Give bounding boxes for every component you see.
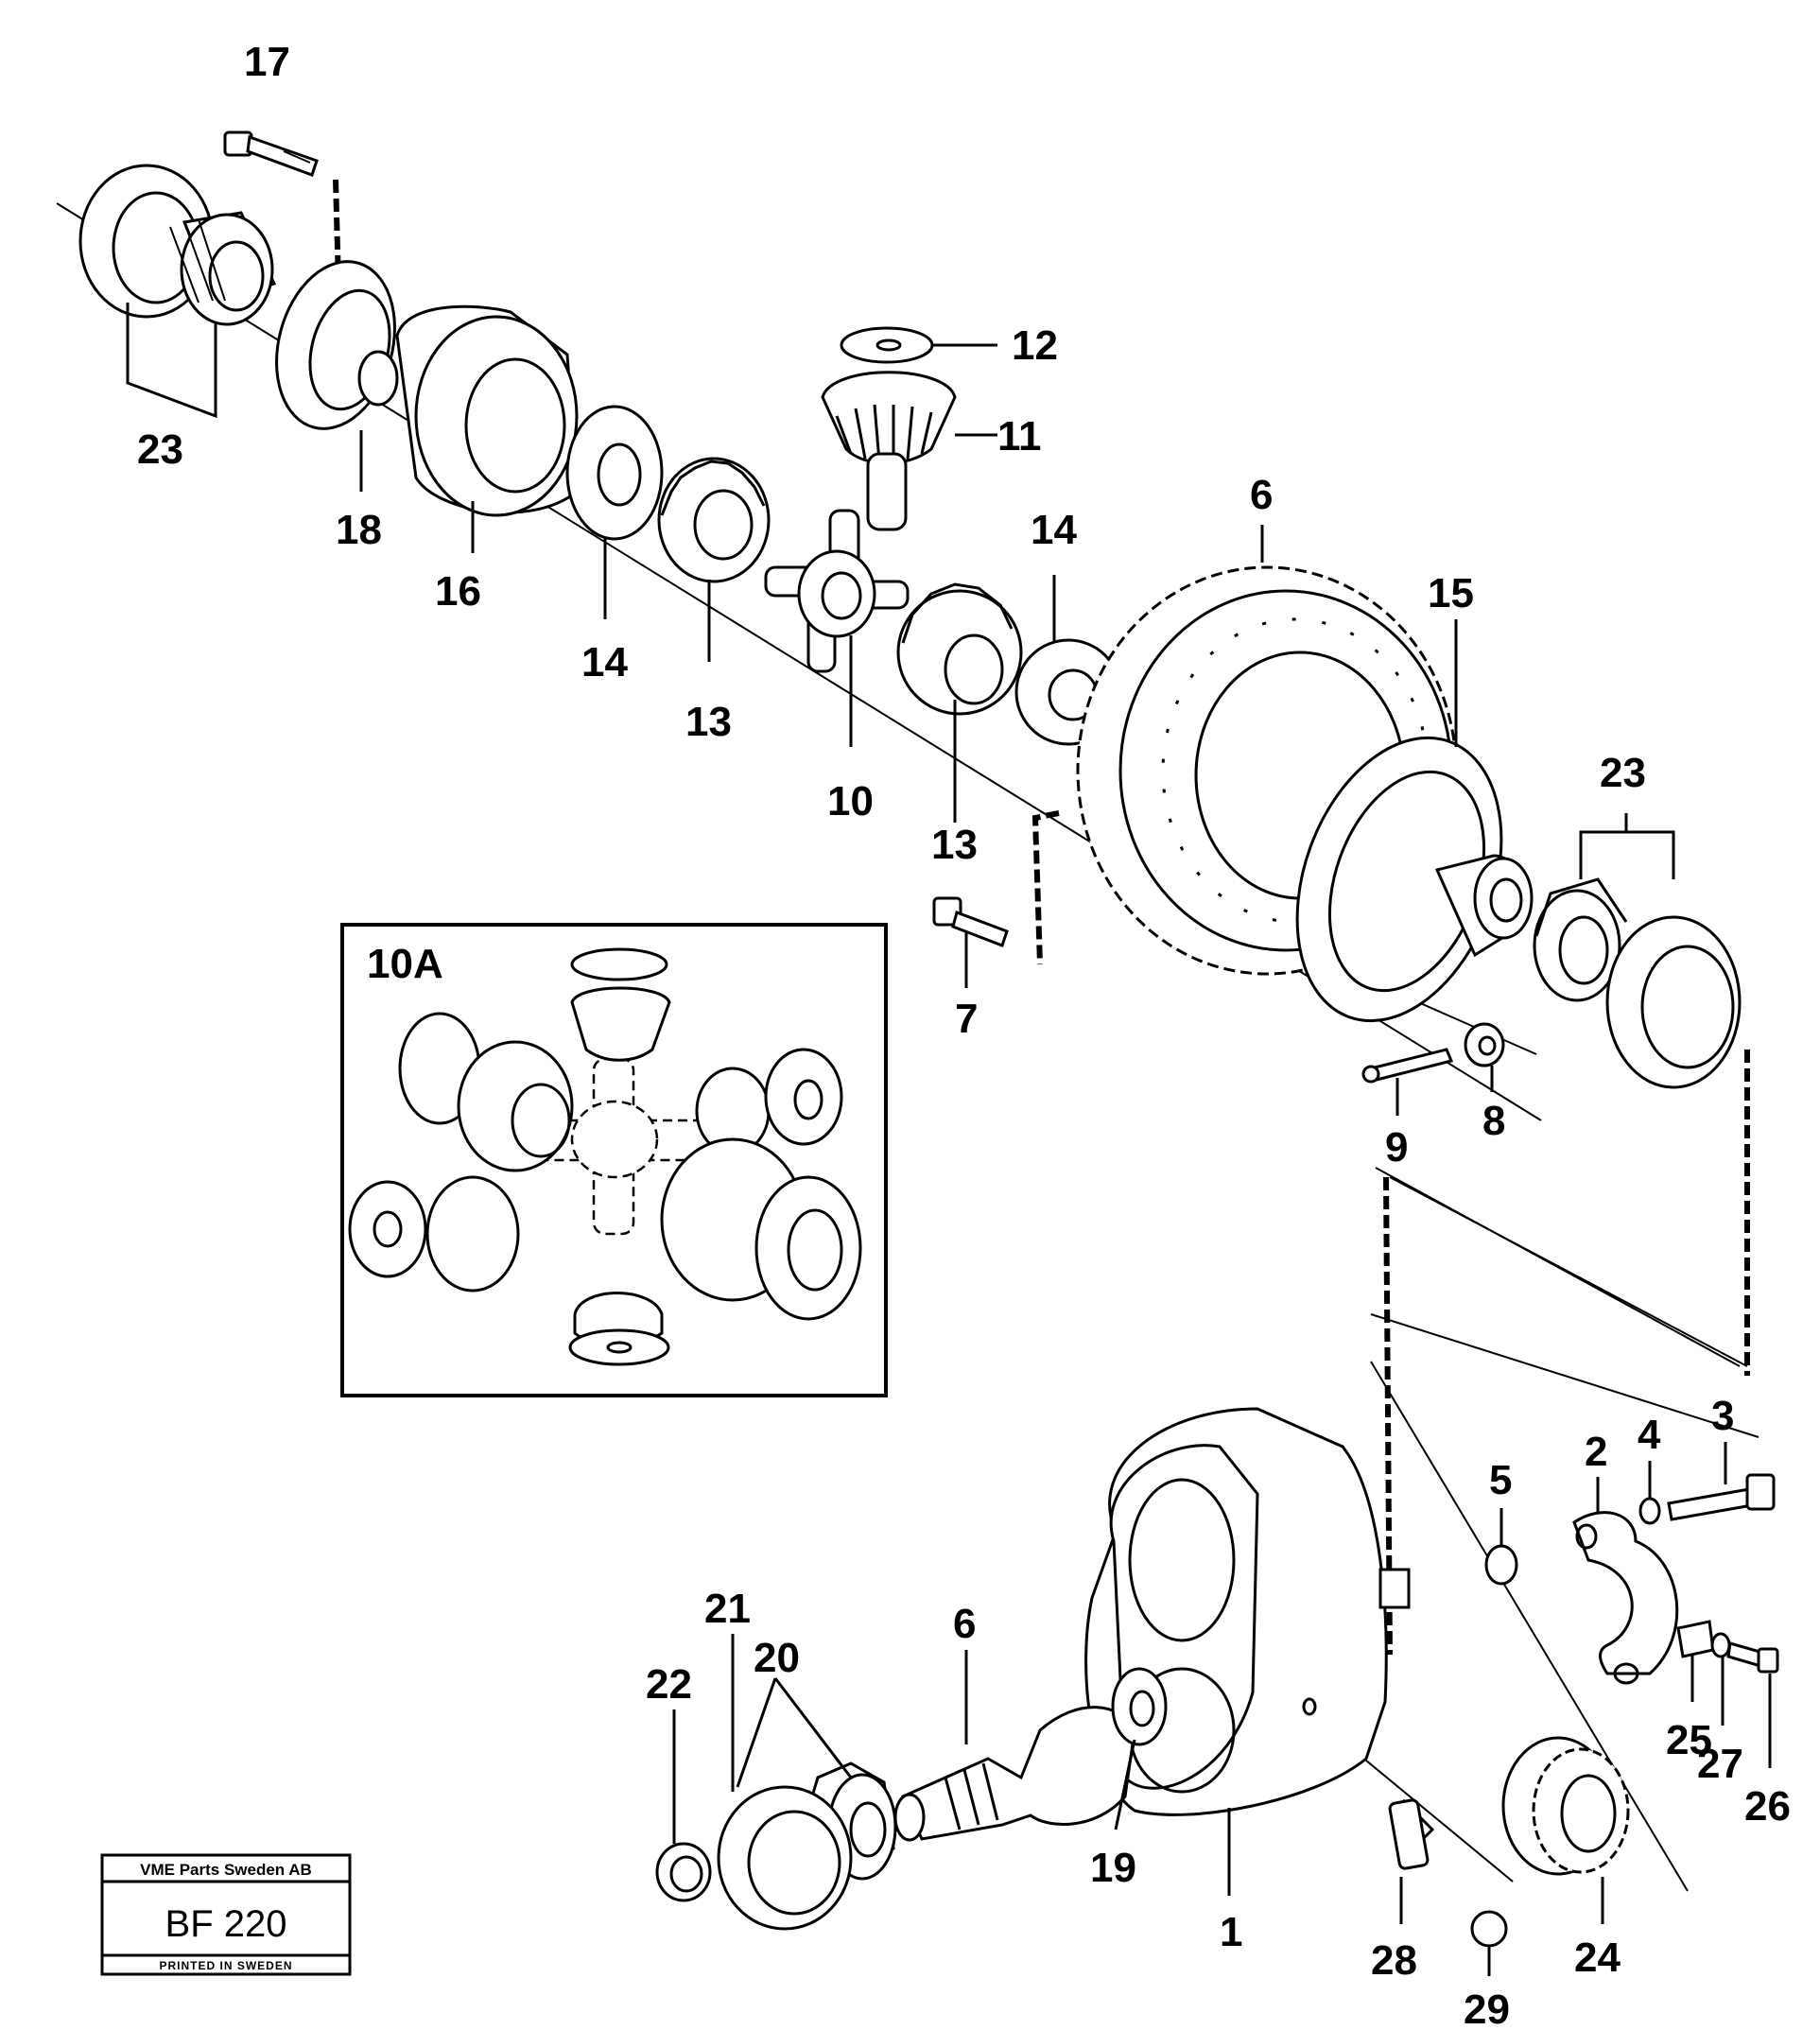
callout-26: 26 [1744, 1783, 1791, 1830]
part-15-carrier [1295, 736, 1534, 1023]
callout-7: 7 [955, 996, 978, 1042]
part-27-washer [1710, 1632, 1731, 1658]
callout-11: 11 [997, 413, 1042, 460]
part-25-lock-plate [1676, 1620, 1715, 1658]
callout-19: 19 [1090, 1845, 1136, 1891]
part-4-washer [1638, 1497, 1661, 1525]
part-28-plug [1388, 1798, 1435, 1870]
part-11-pinion [821, 371, 957, 531]
part-23-bearing-left [78, 164, 277, 326]
callout-24: 24 [1574, 1935, 1621, 1981]
part-5-sleeve [1484, 1544, 1518, 1586]
callout-22: 22 [646, 1661, 692, 1708]
part-29-nut [1470, 1910, 1508, 1948]
callout-12: 12 [1012, 322, 1058, 369]
callout-20: 20 [754, 1635, 800, 1681]
part-13-side-gear-lower [896, 582, 1023, 716]
callout-2: 2 [1585, 1429, 1607, 1475]
callout-13-lower: 13 [931, 822, 978, 868]
part-1-axle-housing [1084, 1407, 1411, 1816]
callout-5: 5 [1489, 1457, 1512, 1503]
callout-23-right: 23 [1600, 750, 1646, 796]
stamp-code: BF 220 [165, 1903, 287, 1945]
part-6-drive-pinion [893, 1667, 1168, 1842]
callout-9: 9 [1385, 1124, 1408, 1171]
part-23-bearing-right [1533, 877, 1742, 1089]
callout-25: 25 [1666, 1717, 1712, 1763]
part-21-cup [717, 1785, 853, 1931]
callout-28: 28 [1371, 1937, 1417, 1984]
inset-10a [340, 923, 888, 1397]
catalog-stamp: VME Parts Sweden AB BF 220 PRINTED IN SW… [100, 1853, 352, 1976]
part-3-bolt [1667, 1473, 1776, 1521]
part-26-bolt [1726, 1641, 1779, 1674]
callout-labels: 17 12 11 23 18 16 14 13 10 13 14 6 15 23… [137, 39, 1791, 2030]
part-22-ring [655, 1842, 712, 1902]
part-17-bolt [223, 130, 319, 177]
stamp-printed: PRINTED IN SWEDEN [159, 1959, 292, 1972]
leader-23-left [126, 303, 217, 419]
callout-16: 16 [435, 568, 481, 615]
callout-6-lower: 6 [953, 1601, 976, 1647]
callout-8: 8 [1482, 1098, 1505, 1144]
callout-6-upper: 6 [1250, 472, 1273, 518]
callout-14-left: 14 [581, 639, 628, 685]
callout-23-left: 23 [137, 426, 183, 473]
callout-21: 21 [704, 1586, 751, 1632]
callout-17: 17 [244, 39, 290, 85]
part-14-washer-left [565, 405, 664, 541]
part-9-split-pin [1361, 1048, 1454, 1084]
part-16-housing [357, 304, 579, 517]
callout-15: 15 [1428, 570, 1474, 616]
stamp-company: VME Parts Sweden AB [140, 1861, 312, 1879]
part-2-bearing-cap [1572, 1511, 1679, 1685]
callout-10: 10 [827, 778, 874, 824]
part-8-nut [1464, 1022, 1505, 1067]
part-24-adjusting-nut [1501, 1736, 1630, 1876]
callout-14-right: 14 [1031, 507, 1077, 553]
part-7-bolt [932, 896, 1009, 947]
callout-3: 3 [1711, 1393, 1734, 1439]
part-10-spider [764, 509, 910, 673]
callout-18: 18 [336, 507, 382, 553]
callout-27: 27 [1697, 1741, 1743, 1787]
callout-13-upper: 13 [685, 699, 732, 745]
callout-4: 4 [1638, 1412, 1661, 1458]
leader-19 [1114, 1739, 1136, 1830]
callout-29: 29 [1464, 1987, 1510, 2030]
leader-23-right [1579, 813, 1675, 879]
inset-label: 10A [367, 941, 443, 987]
part-12-washer [840, 326, 934, 364]
leader-20 [736, 1677, 853, 1788]
callout-1: 1 [1220, 1909, 1242, 1955]
part-18-flange [275, 260, 396, 430]
part-13-side-gear-upper [657, 457, 771, 583]
